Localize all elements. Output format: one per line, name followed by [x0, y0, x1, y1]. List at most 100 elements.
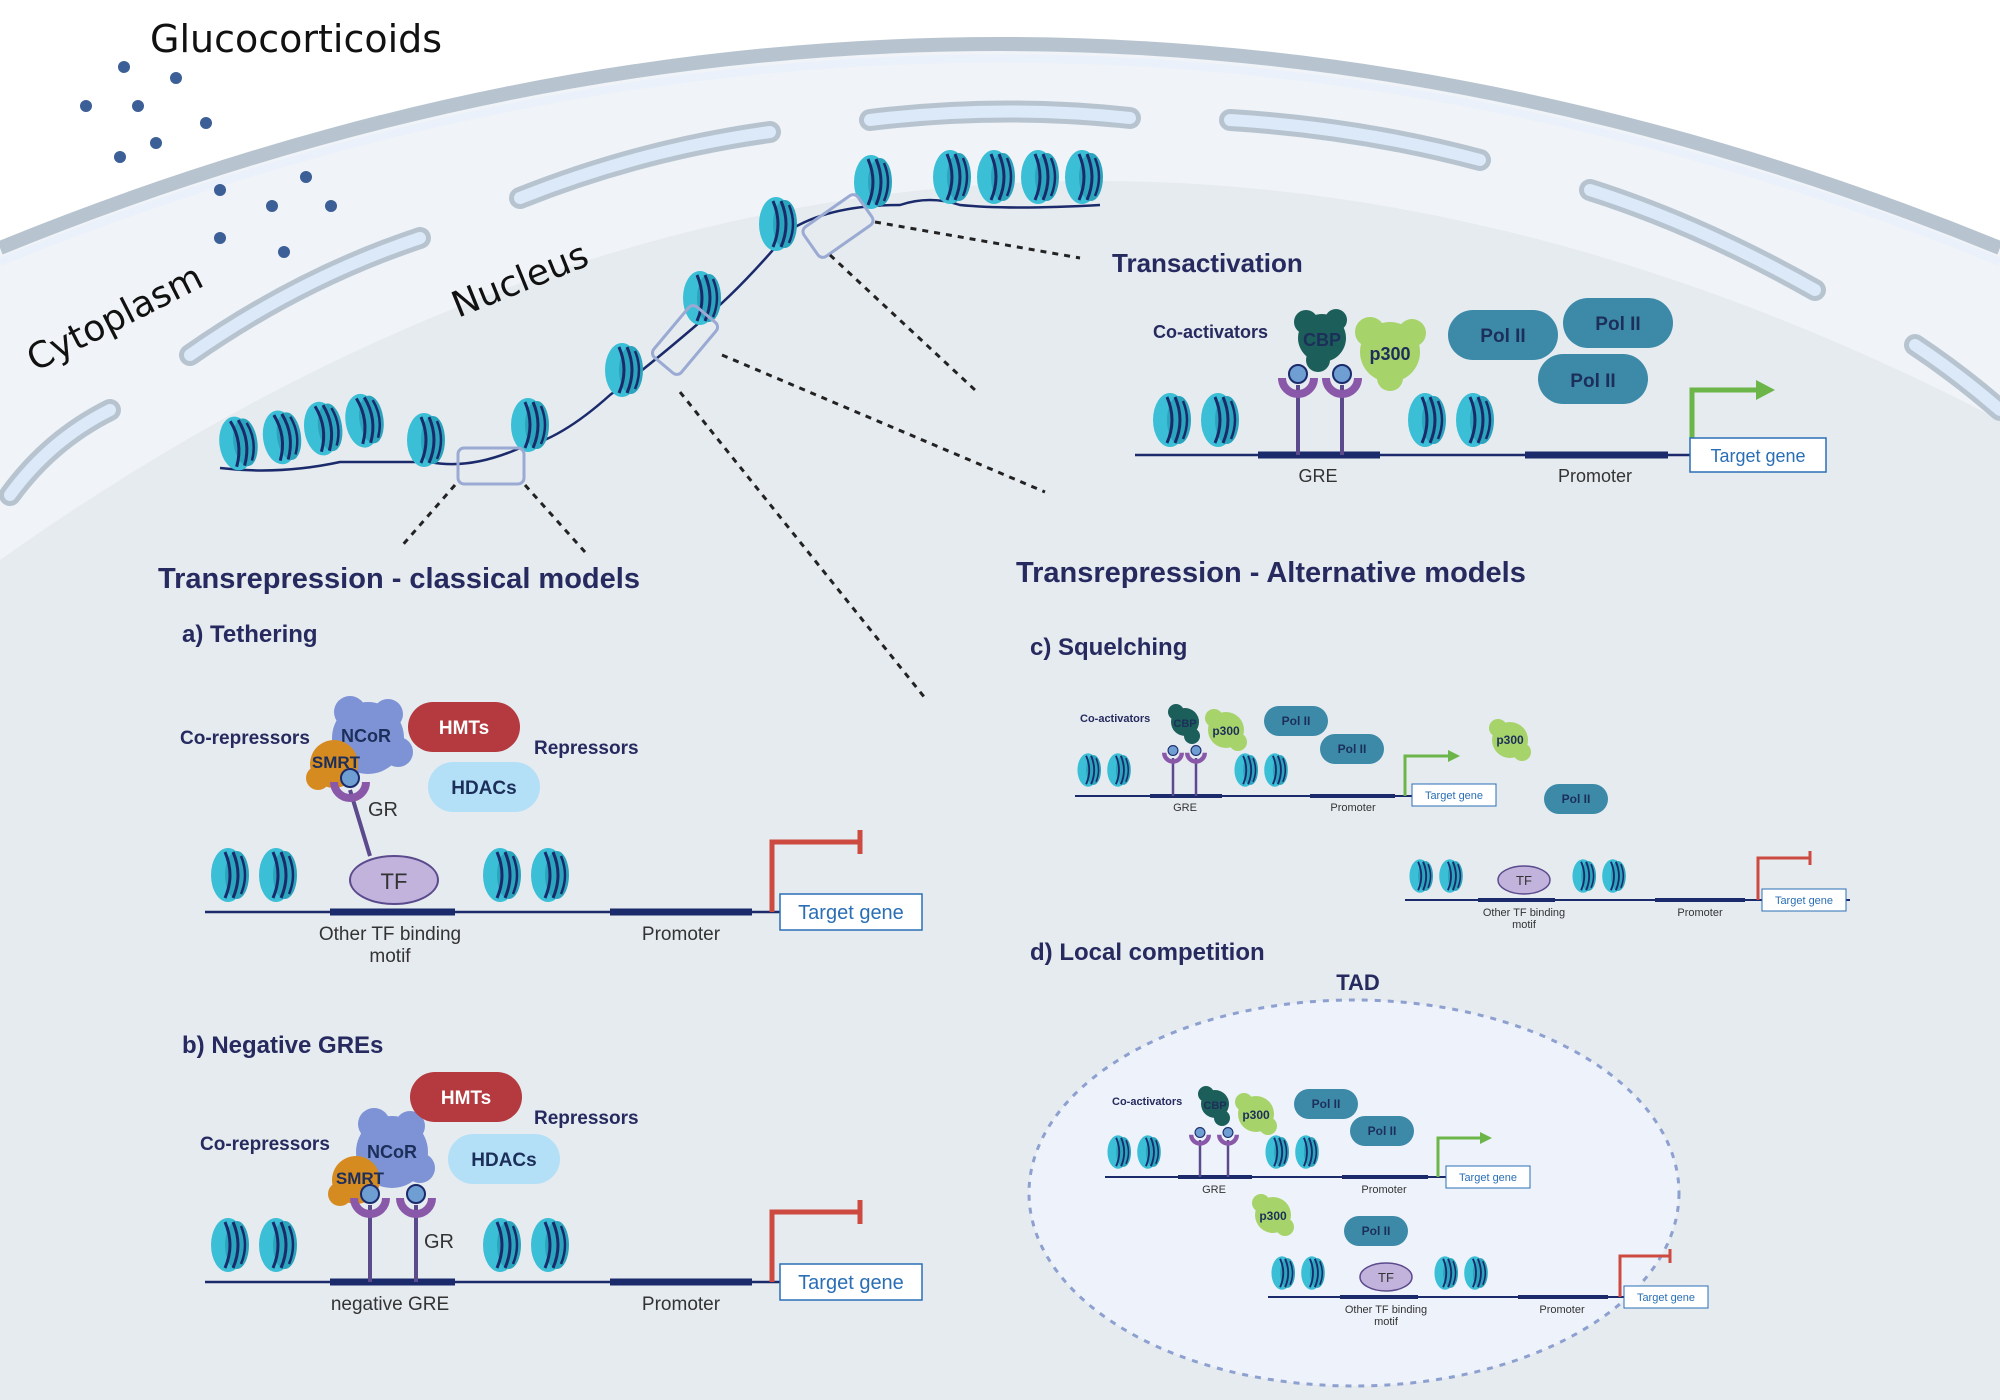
svg-text:Pol II: Pol II: [1562, 792, 1591, 806]
local-competition-heading: d) Local competition: [1030, 939, 1265, 966]
svg-text:Target gene: Target gene: [798, 1272, 904, 1294]
svg-text:GRE: GRE: [1173, 802, 1197, 814]
alternative-heading: Transrepression - Alternative models: [1016, 557, 1526, 589]
svg-text:SMRT: SMRT: [312, 753, 361, 772]
negative-gres-heading: b) Negative GREs: [182, 1032, 383, 1059]
negative-gre-label: negative GRE: [331, 1294, 449, 1315]
glucocorticoid-molecules: [80, 61, 337, 258]
smrt-blob: SMRT: [328, 1156, 385, 1206]
gre-label: GRE: [1298, 466, 1337, 486]
plasma-membrane: [0, 37, 2000, 266]
svg-text:Target gene: Target gene: [1459, 1172, 1517, 1184]
squelching-heading: c) Squelching: [1030, 634, 1187, 661]
tethering-heading: a) Tethering: [182, 621, 318, 648]
promoter-label: Promoter: [642, 1294, 721, 1315]
svg-text:NCoR: NCoR: [341, 726, 391, 746]
svg-text:Promoter: Promoter: [1330, 802, 1376, 814]
hmts-protein: HMTs: [410, 1072, 522, 1122]
svg-text:CBP: CBP: [1303, 330, 1341, 350]
co-activators-label: Co-activators: [1112, 1096, 1182, 1108]
repressors-label: Repressors: [534, 1108, 639, 1129]
tad-boundary: [1027, 998, 1681, 1388]
svg-text:CBP: CBP: [1203, 1100, 1226, 1112]
svg-text:p300: p300: [1242, 1108, 1270, 1122]
svg-text:Target gene: Target gene: [1775, 895, 1833, 907]
pol-ii-3: Pol II: [1538, 354, 1648, 404]
transactivation-heading: Transactivation: [1112, 248, 1303, 278]
svg-text:Target gene: Target gene: [798, 902, 904, 924]
chromatin-fiber: [214, 148, 1105, 475]
other-tf-label: Other TF binding: [319, 924, 461, 945]
tethering-panel: TF NCoR SMRT GR Co-repressors HMTs HDACs…: [180, 696, 923, 967]
activation-arrow: [1689, 387, 1760, 455]
svg-text:GRE: GRE: [1202, 1184, 1226, 1196]
repressors-label: Repressors: [534, 738, 639, 759]
svg-text:Pol II: Pol II: [1362, 1224, 1391, 1238]
svg-text:CBP: CBP: [1173, 718, 1196, 730]
svg-text:Promoter: Promoter: [1677, 907, 1723, 919]
svg-text:HMTs: HMTs: [439, 718, 489, 739]
svg-text:Pol II: Pol II: [1338, 742, 1367, 756]
svg-text:motif: motif: [1374, 1316, 1399, 1328]
zoom-guides: [398, 220, 1081, 699]
svg-text:HDACs: HDACs: [451, 778, 516, 799]
svg-text:Pol II: Pol II: [1368, 1124, 1397, 1138]
svg-text:Other TF binding: Other TF binding: [1345, 1304, 1427, 1316]
ncor-blob: NCoR: [356, 1108, 435, 1188]
svg-text:TF: TF: [1378, 1270, 1394, 1285]
gr-label: GR: [424, 1231, 454, 1253]
svg-text:motif: motif: [1512, 919, 1537, 931]
svg-text:TF: TF: [1516, 873, 1532, 888]
svg-text:Promoter: Promoter: [1539, 1304, 1585, 1316]
svg-text:Pol II: Pol II: [1312, 1097, 1341, 1111]
transactivation-panel: CBP p300 Co-activators Pol II Pol II Pol…: [1135, 298, 1827, 486]
negative-gres-panel: NCoR SMRT GR Co-repressors HMTs HDACs Re…: [200, 1072, 923, 1315]
svg-text:Promoter: Promoter: [1361, 1184, 1407, 1196]
svg-text:NCoR: NCoR: [367, 1142, 417, 1162]
co-activators-label: Co-activators: [1153, 322, 1268, 342]
pol-ii-1: Pol II: [1448, 310, 1558, 360]
svg-text:p300: p300: [1212, 724, 1240, 738]
glucocorticoids-label: Glucocorticoids: [150, 17, 442, 61]
svg-text:TF: TF: [381, 869, 408, 894]
target-gene-box: [779, 1263, 923, 1301]
svg-text:Target gene: Target gene: [1425, 790, 1483, 802]
co-repressors-label: Co-repressors: [200, 1134, 330, 1155]
gr-label: GR: [368, 799, 398, 821]
local-competition-panel: TAD CBP p300 Co-activators Pol II Pol II…: [1027, 970, 1709, 1388]
svg-text:Pol II: Pol II: [1282, 714, 1311, 728]
svg-text:Pol II: Pol II: [1595, 314, 1640, 335]
svg-text:p300: p300: [1369, 344, 1410, 364]
target-gene-box: [779, 893, 923, 931]
hmts-protein: HMTs: [408, 702, 520, 752]
co-activators-label: Co-activators: [1080, 713, 1150, 725]
zoom-boxes: [456, 193, 875, 486]
hdacs-protein: HDACs: [448, 1134, 560, 1184]
svg-text:p300: p300: [1496, 733, 1524, 747]
p300-blob: p300: [1355, 317, 1426, 391]
svg-text:Other TF binding: Other TF binding: [1483, 907, 1565, 919]
svg-text:Pol II: Pol II: [1570, 371, 1615, 392]
other-tf-label-2: motif: [369, 946, 411, 967]
classical-heading: Transrepression - classical models: [158, 563, 640, 595]
squelching-panel: CBP p300 Co-activators Pol II Pol II Tar…: [1075, 704, 1850, 931]
promoter-label: Promoter: [1558, 466, 1632, 486]
svg-text:HMTs: HMTs: [441, 1088, 491, 1109]
target-gene-box: [1689, 437, 1827, 473]
tf-protein: TF: [349, 855, 439, 905]
hdacs-protein: HDACs: [428, 762, 540, 812]
repression-arrow: [769, 1209, 860, 1282]
promoter-label: Promoter: [642, 924, 721, 945]
svg-text:Pol II: Pol II: [1480, 326, 1525, 347]
svg-text:SMRT: SMRT: [336, 1169, 385, 1188]
co-repressors-label: Co-repressors: [180, 728, 310, 749]
svg-text:p300: p300: [1259, 1209, 1287, 1223]
svg-text:Target gene: Target gene: [1710, 446, 1805, 466]
repression-arrow: [769, 839, 860, 912]
pol-ii-2: Pol II: [1563, 298, 1673, 348]
svg-text:Target gene: Target gene: [1637, 1292, 1695, 1304]
tad-label: TAD: [1336, 970, 1380, 995]
cbp-blob: CBP: [1294, 309, 1347, 372]
